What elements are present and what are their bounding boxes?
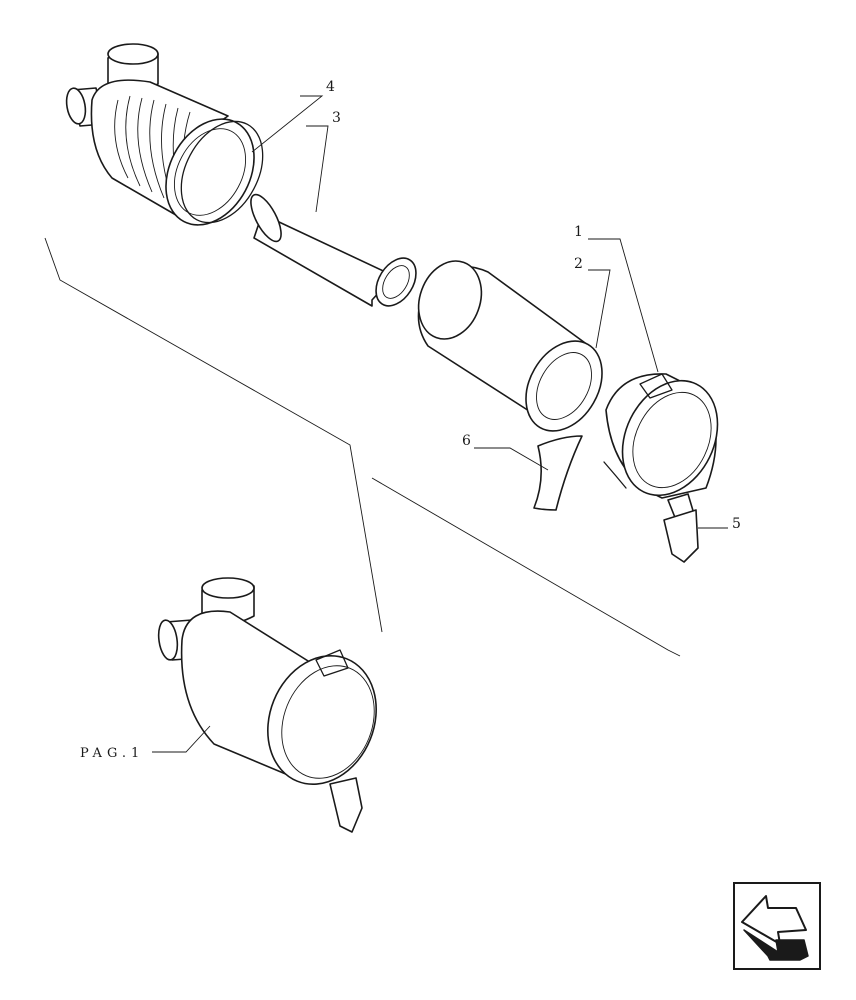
callout-4: 4	[326, 79, 335, 95]
callout-3: 3	[332, 110, 341, 126]
callout-5: 5	[732, 516, 741, 532]
label-part-6	[533, 435, 583, 511]
callout-2: 2	[574, 256, 583, 272]
assembled-air-cleaner	[157, 577, 377, 833]
next-page-arrow-icon[interactable]	[733, 882, 821, 970]
leader-lines	[152, 95, 728, 753]
callout-6: 6	[462, 433, 471, 449]
callout-1: 1	[574, 224, 583, 240]
housing-part-4	[65, 43, 264, 226]
cover-part-1	[603, 373, 719, 563]
inner-filter-part-3	[250, 193, 417, 307]
page-reference-label: PAG.1	[80, 746, 144, 761]
explosion-boundary	[44, 237, 681, 657]
main-filter-part-2	[417, 260, 603, 432]
